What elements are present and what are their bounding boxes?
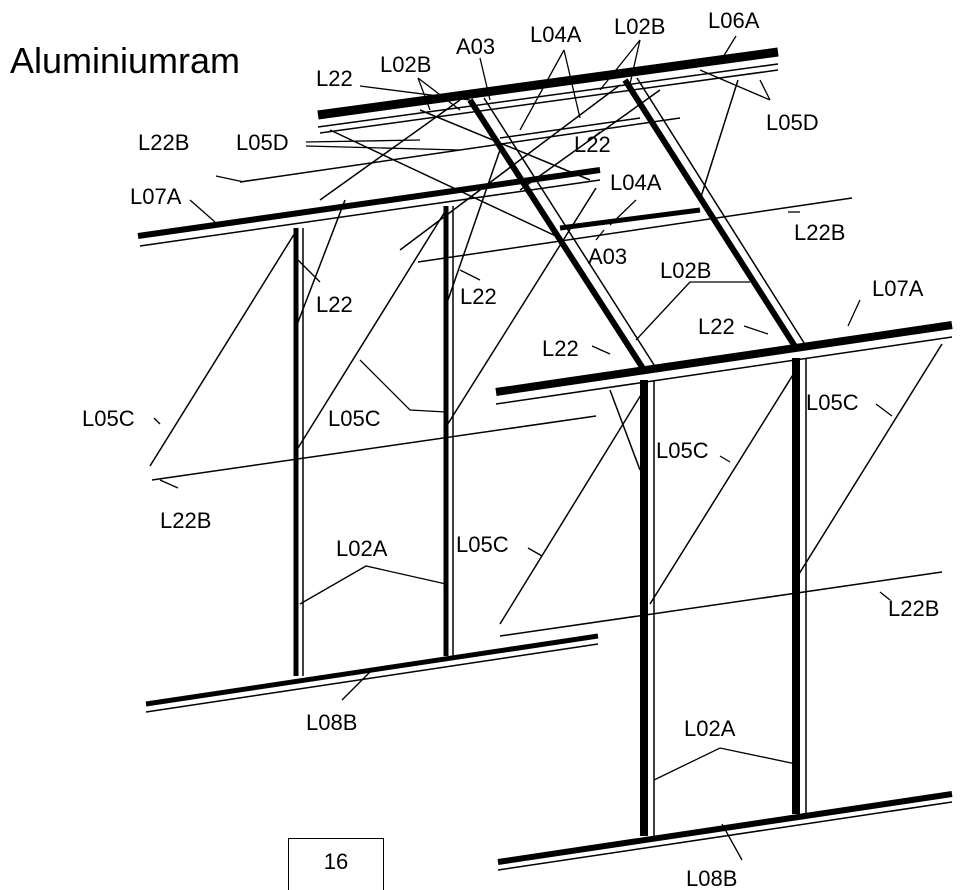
label-L05C-center-left: L05C <box>328 406 381 431</box>
page-number-box: 16 <box>288 838 384 890</box>
part-labels: L22 L02B A03 L04A L02B L06A L05D L22B L0… <box>82 8 939 890</box>
label-L02B-mid: L02B <box>660 258 711 283</box>
label-A03-mid: A03 <box>588 244 627 269</box>
label-L22-top: L22 <box>316 66 353 91</box>
label-L22-center: L22 <box>460 284 497 309</box>
diagram-title: Aluminiumram <box>10 40 241 81</box>
label-L05C-left: L05C <box>82 406 135 431</box>
leader-lines <box>153 35 893 861</box>
label-L02B-top-left: L02B <box>380 52 431 77</box>
label-L22B-upper-right: L22B <box>794 220 845 245</box>
left-wall-posts <box>293 206 454 676</box>
label-L22-mid-top: L22 <box>574 132 611 157</box>
label-L22B-upper-left: L22B <box>138 130 189 155</box>
label-L02B-top-right: L02B <box>614 14 665 39</box>
label-L07A-left: L07A <box>130 184 182 209</box>
page-number: 16 <box>323 849 349 874</box>
label-L02A-front: L02A <box>684 716 736 741</box>
label-L05D-right: L05D <box>766 110 819 135</box>
front-bottom-rail <box>497 791 953 871</box>
front-wall-posts <box>640 358 807 836</box>
label-L08B-left: L08B <box>306 710 357 735</box>
left-eave-beam <box>137 167 601 247</box>
label-L08B-front: L08B <box>686 866 737 890</box>
front-wall-braces <box>499 343 943 625</box>
label-L05C-far-right: L05C <box>806 390 859 415</box>
label-L05C-front: L05C <box>656 438 709 463</box>
label-L22-left: L22 <box>316 292 353 317</box>
front-eave-beam <box>495 321 953 405</box>
label-L02A-left: L02A <box>336 536 388 561</box>
label-L22B-lower-left: L22B <box>160 508 211 533</box>
left-mid-rail <box>151 415 597 481</box>
left-bottom-rail <box>145 633 599 713</box>
label-L05D-left: L05D <box>236 130 289 155</box>
front-mid-rail <box>499 571 943 637</box>
left-wall-braces <box>149 187 597 467</box>
front-gable-rafters <box>467 77 807 372</box>
label-L22B-lower-right: L22B <box>888 596 939 621</box>
label-L05C-front-left: L05C <box>456 532 509 557</box>
label-L04A-mid: L04A <box>610 170 662 195</box>
ridge-beam <box>317 47 779 134</box>
label-L22-lower: L22 <box>542 336 579 361</box>
label-A03-top: A03 <box>456 34 495 59</box>
label-L07A-right: L07A <box>872 276 924 301</box>
label-L22-right: L22 <box>698 314 735 339</box>
label-L04A-top: L04A <box>530 22 582 47</box>
label-L06A: L06A <box>708 8 760 33</box>
